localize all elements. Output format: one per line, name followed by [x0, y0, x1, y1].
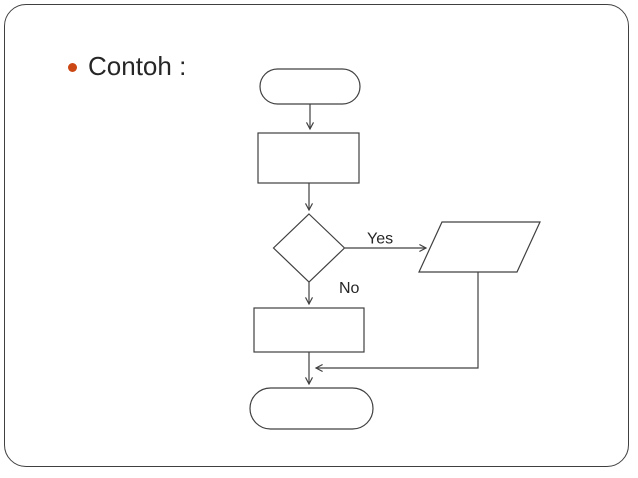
terminator-end-shape — [249, 387, 374, 430]
process2-shape — [253, 307, 365, 353]
process1-shape — [257, 132, 360, 184]
no-label: No — [339, 280, 360, 297]
bullet-icon — [68, 62, 77, 72]
arrow-feedback-loop — [314, 272, 479, 373]
terminator-start-shape — [259, 68, 361, 105]
decision-shape — [272, 213, 346, 283]
yes-label: Yes — [367, 231, 393, 248]
bullet-text: Contoh : — [88, 51, 187, 81]
input-output-shape — [418, 221, 541, 273]
bullet-item: Contoh : — [68, 53, 186, 79]
